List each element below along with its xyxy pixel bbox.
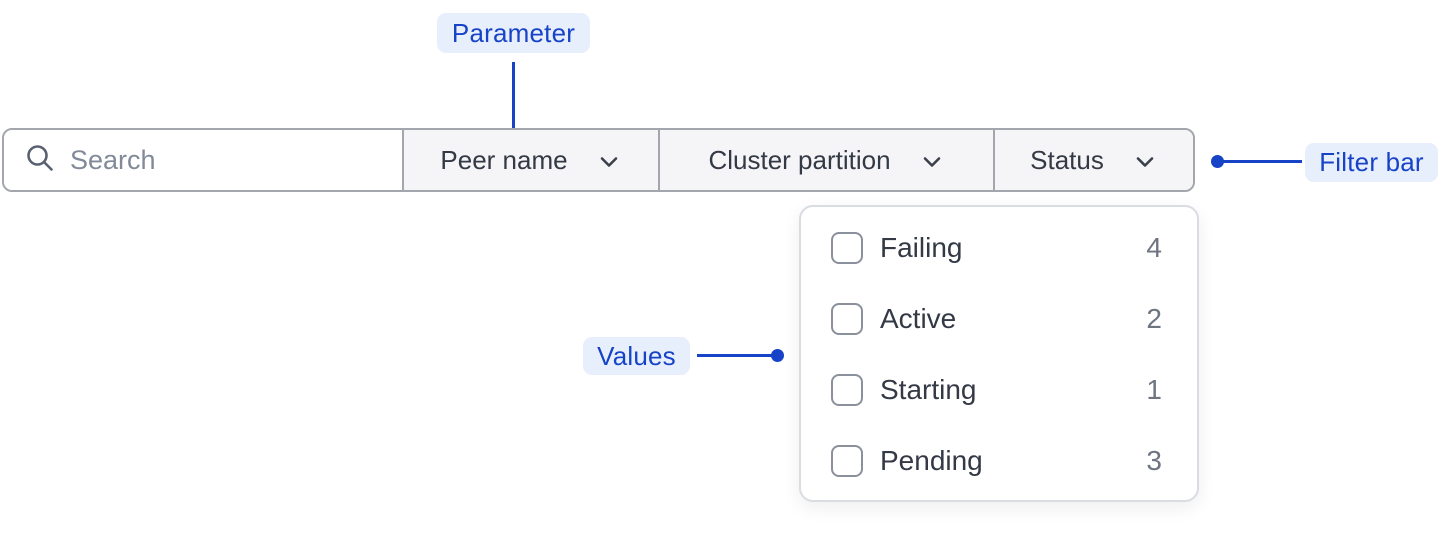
parameter-connector-line	[512, 62, 515, 140]
option-label: Starting	[880, 373, 977, 405]
dropdown-cluster-partition-label: Cluster partition	[708, 144, 891, 175]
chevron-down-icon	[1132, 149, 1158, 175]
filter-bar-connector-line	[1220, 160, 1302, 163]
dropdown-peer-name-label: Peer name	[440, 144, 568, 175]
search-input[interactable]	[70, 144, 390, 176]
status-option-starting[interactable]: Starting 1	[801, 355, 1197, 426]
chevron-down-icon	[596, 149, 622, 175]
annotation-values-badge: Values	[583, 337, 690, 375]
checkbox-active[interactable]	[831, 303, 863, 336]
dropdown-status[interactable]: Status	[993, 130, 1193, 190]
dropdown-cluster-partition[interactable]: Cluster partition	[658, 130, 993, 190]
option-count: 4	[1146, 232, 1162, 264]
option-count: 1	[1146, 373, 1162, 405]
status-option-active[interactable]: Active 2	[801, 284, 1197, 355]
option-count: 3	[1146, 444, 1162, 476]
annotation-filter-bar-badge: Filter bar	[1305, 143, 1438, 182]
checkbox-pending[interactable]	[831, 444, 863, 477]
search-icon	[24, 142, 56, 179]
chevron-down-icon	[919, 149, 945, 175]
values-connector-dot	[771, 349, 784, 362]
search-section[interactable]	[4, 130, 404, 190]
option-label: Failing	[880, 232, 963, 264]
checkbox-starting[interactable]	[831, 373, 863, 406]
annotation-parameter-label: Parameter	[451, 17, 576, 48]
status-option-pending[interactable]: Pending 3	[801, 425, 1197, 496]
annotation-values-label: Values	[597, 340, 676, 371]
checkbox-failing[interactable]	[831, 232, 863, 265]
annotation-parameter-badge: Parameter	[437, 13, 590, 53]
option-count: 2	[1146, 303, 1162, 335]
annotation-filter-bar-label: Filter bar	[1319, 147, 1424, 177]
status-option-failing[interactable]: Failing 4	[801, 213, 1197, 284]
filter-bar: Peer name Cluster partition Status	[2, 128, 1195, 192]
option-label: Pending	[880, 444, 983, 476]
dropdown-status-label: Status	[1030, 144, 1104, 175]
dropdown-peer-name[interactable]: Peer name	[404, 130, 658, 190]
values-connector-line	[697, 354, 778, 357]
status-dropdown-panel: Failing 4 Active 2 Starting 1 Pending 3	[799, 205, 1199, 502]
option-label: Active	[880, 303, 957, 335]
filter-bar-connector-dot	[1211, 155, 1224, 168]
